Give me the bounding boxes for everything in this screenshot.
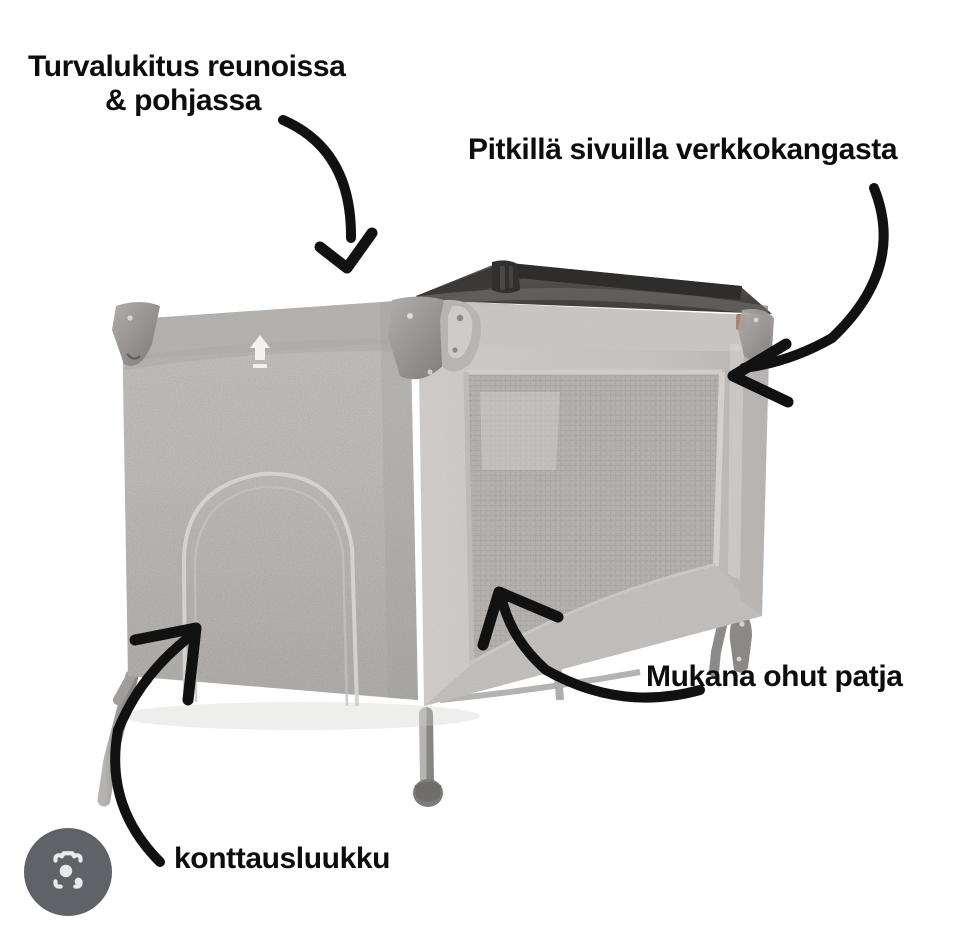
google-lens-icon xyxy=(53,851,83,889)
annotation-label-mesh: Pitkillä sivuilla verkkokangasta xyxy=(468,133,898,166)
annotation-label-crawl-hatch: konttausluukku xyxy=(174,842,391,875)
annotation-label-safety-lock: Turvalukitus reunoissa & pohjassa xyxy=(28,50,346,118)
cot-left-panel xyxy=(122,300,418,707)
brand-arrow-logo xyxy=(250,335,270,368)
centre-lock-hinge xyxy=(492,260,520,293)
google-lens-button[interactable] xyxy=(24,828,112,916)
annotation-label-mattress: Mukana ohut patja xyxy=(646,660,903,693)
cot-interior xyxy=(416,260,772,352)
